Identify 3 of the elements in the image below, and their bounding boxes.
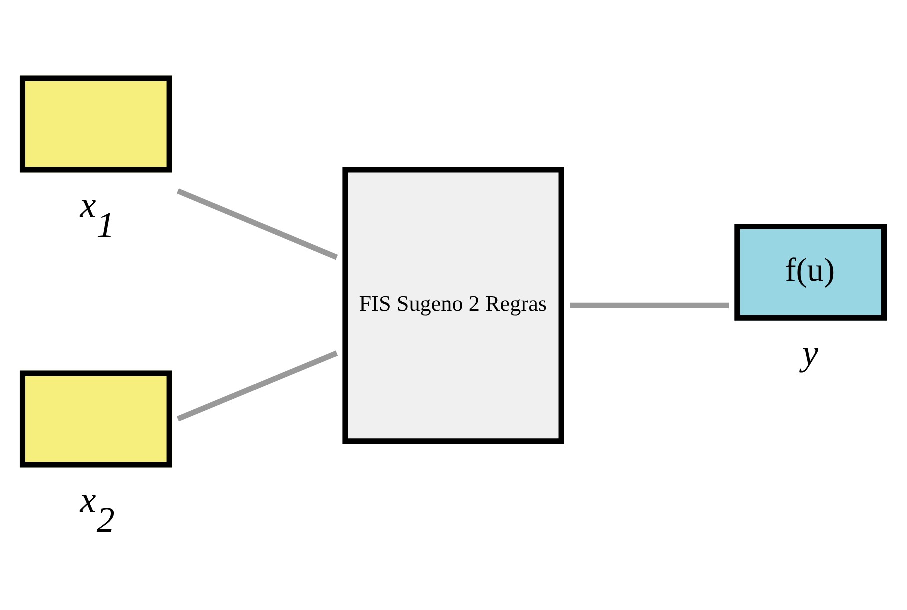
connector [176, 350, 338, 422]
connector [570, 302, 730, 308]
connector [176, 188, 338, 260]
